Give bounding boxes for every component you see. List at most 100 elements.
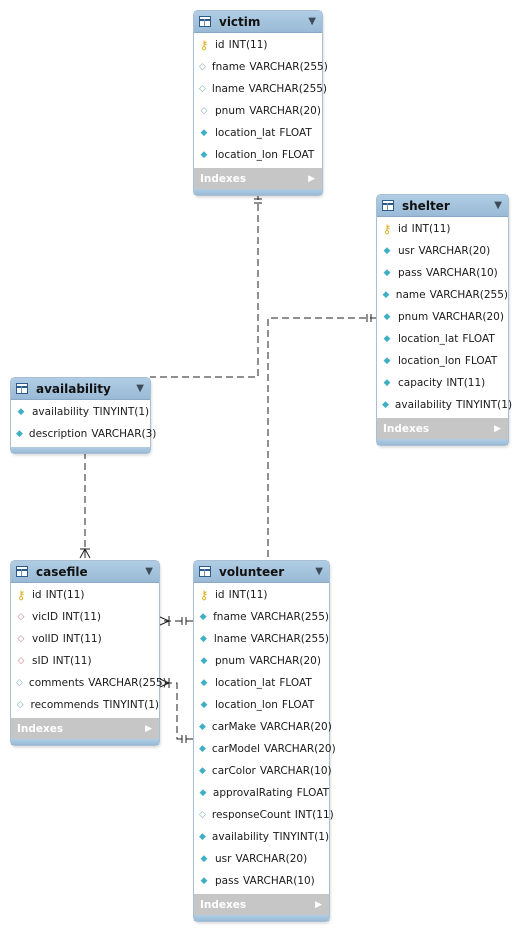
table-header[interactable]: casefile ▼: [11, 561, 159, 583]
nullable-column-icon: ◇: [199, 810, 206, 820]
collapse-arrow-icon[interactable]: ▼: [315, 566, 323, 577]
column-type: VARCHAR(255): [88, 677, 167, 689]
connector-end-volunteer-b: [181, 735, 187, 743]
collapse-arrow-icon[interactable]: ▼: [494, 200, 502, 211]
column-type: INT(11): [446, 377, 486, 389]
column-type: FLOAT: [279, 127, 312, 139]
collapse-arrow-icon[interactable]: ▼: [136, 383, 144, 394]
collapse-arrow-icon[interactable]: ▼: [145, 566, 153, 577]
column-icon: ◆: [383, 378, 391, 388]
column-type: VARCHAR(3): [91, 428, 157, 440]
key-icon: ⚷: [199, 38, 209, 52]
indexes-label: Indexes: [200, 172, 247, 185]
column-icon: ◆: [199, 832, 206, 842]
column-icon: ◆: [382, 290, 390, 300]
table-header[interactable]: shelter ▼: [377, 195, 508, 217]
column-name: availability: [211, 831, 270, 843]
column-name: location_lat: [398, 333, 459, 345]
table-header[interactable]: volunteer ▼: [194, 561, 329, 583]
indexes-bar[interactable]: Indexes ▶: [11, 718, 159, 739]
expand-arrow-icon[interactable]: ▶: [494, 423, 501, 434]
column-type: FLOAT: [296, 787, 329, 799]
nullable-column-icon: ◇: [199, 84, 206, 94]
expand-arrow-icon[interactable]: ▶: [308, 173, 315, 184]
column-type: VARCHAR(10): [426, 267, 498, 279]
expand-arrow-icon[interactable]: ▶: [145, 723, 152, 734]
column-name: description: [28, 428, 88, 440]
column-icon: ◆: [199, 612, 207, 622]
column-name: pnum: [398, 311, 429, 323]
column-name: fname: [213, 611, 247, 623]
table-title: shelter: [402, 198, 450, 213]
column-type: FLOAT: [281, 699, 315, 711]
column-type: INT(11): [62, 611, 102, 623]
column-icon: ◆: [200, 656, 208, 666]
collapse-arrow-icon[interactable]: ▼: [308, 16, 316, 27]
column-name: usr: [398, 245, 415, 257]
connector-volunteer-casefile-b: [160, 682, 193, 740]
table-title: victim: [219, 14, 261, 29]
column-type: VARCHAR(255): [250, 633, 329, 645]
table-icon: [199, 16, 211, 27]
column-name: id: [215, 589, 225, 601]
table-header[interactable]: availability ▼: [11, 378, 150, 400]
column-type: FLOAT: [279, 677, 312, 689]
column-icon: ◆: [382, 400, 389, 410]
column-type: VARCHAR(20): [249, 105, 321, 117]
column-name: location_lat: [215, 127, 276, 139]
column-name: pass: [398, 267, 423, 279]
connector-end-casefile-b: [159, 678, 171, 688]
column-name: lname: [211, 83, 245, 95]
indexes-bar[interactable]: Indexes ▶: [194, 168, 322, 189]
table-header[interactable]: victim ▼: [194, 11, 322, 33]
indexes-bar[interactable]: Indexes ▶: [194, 894, 329, 915]
foreign-key-icon: ◇: [17, 612, 25, 622]
indexes-bar[interactable]: Indexes ▶: [377, 418, 508, 439]
expand-arrow-icon[interactable]: ▶: [315, 899, 322, 910]
